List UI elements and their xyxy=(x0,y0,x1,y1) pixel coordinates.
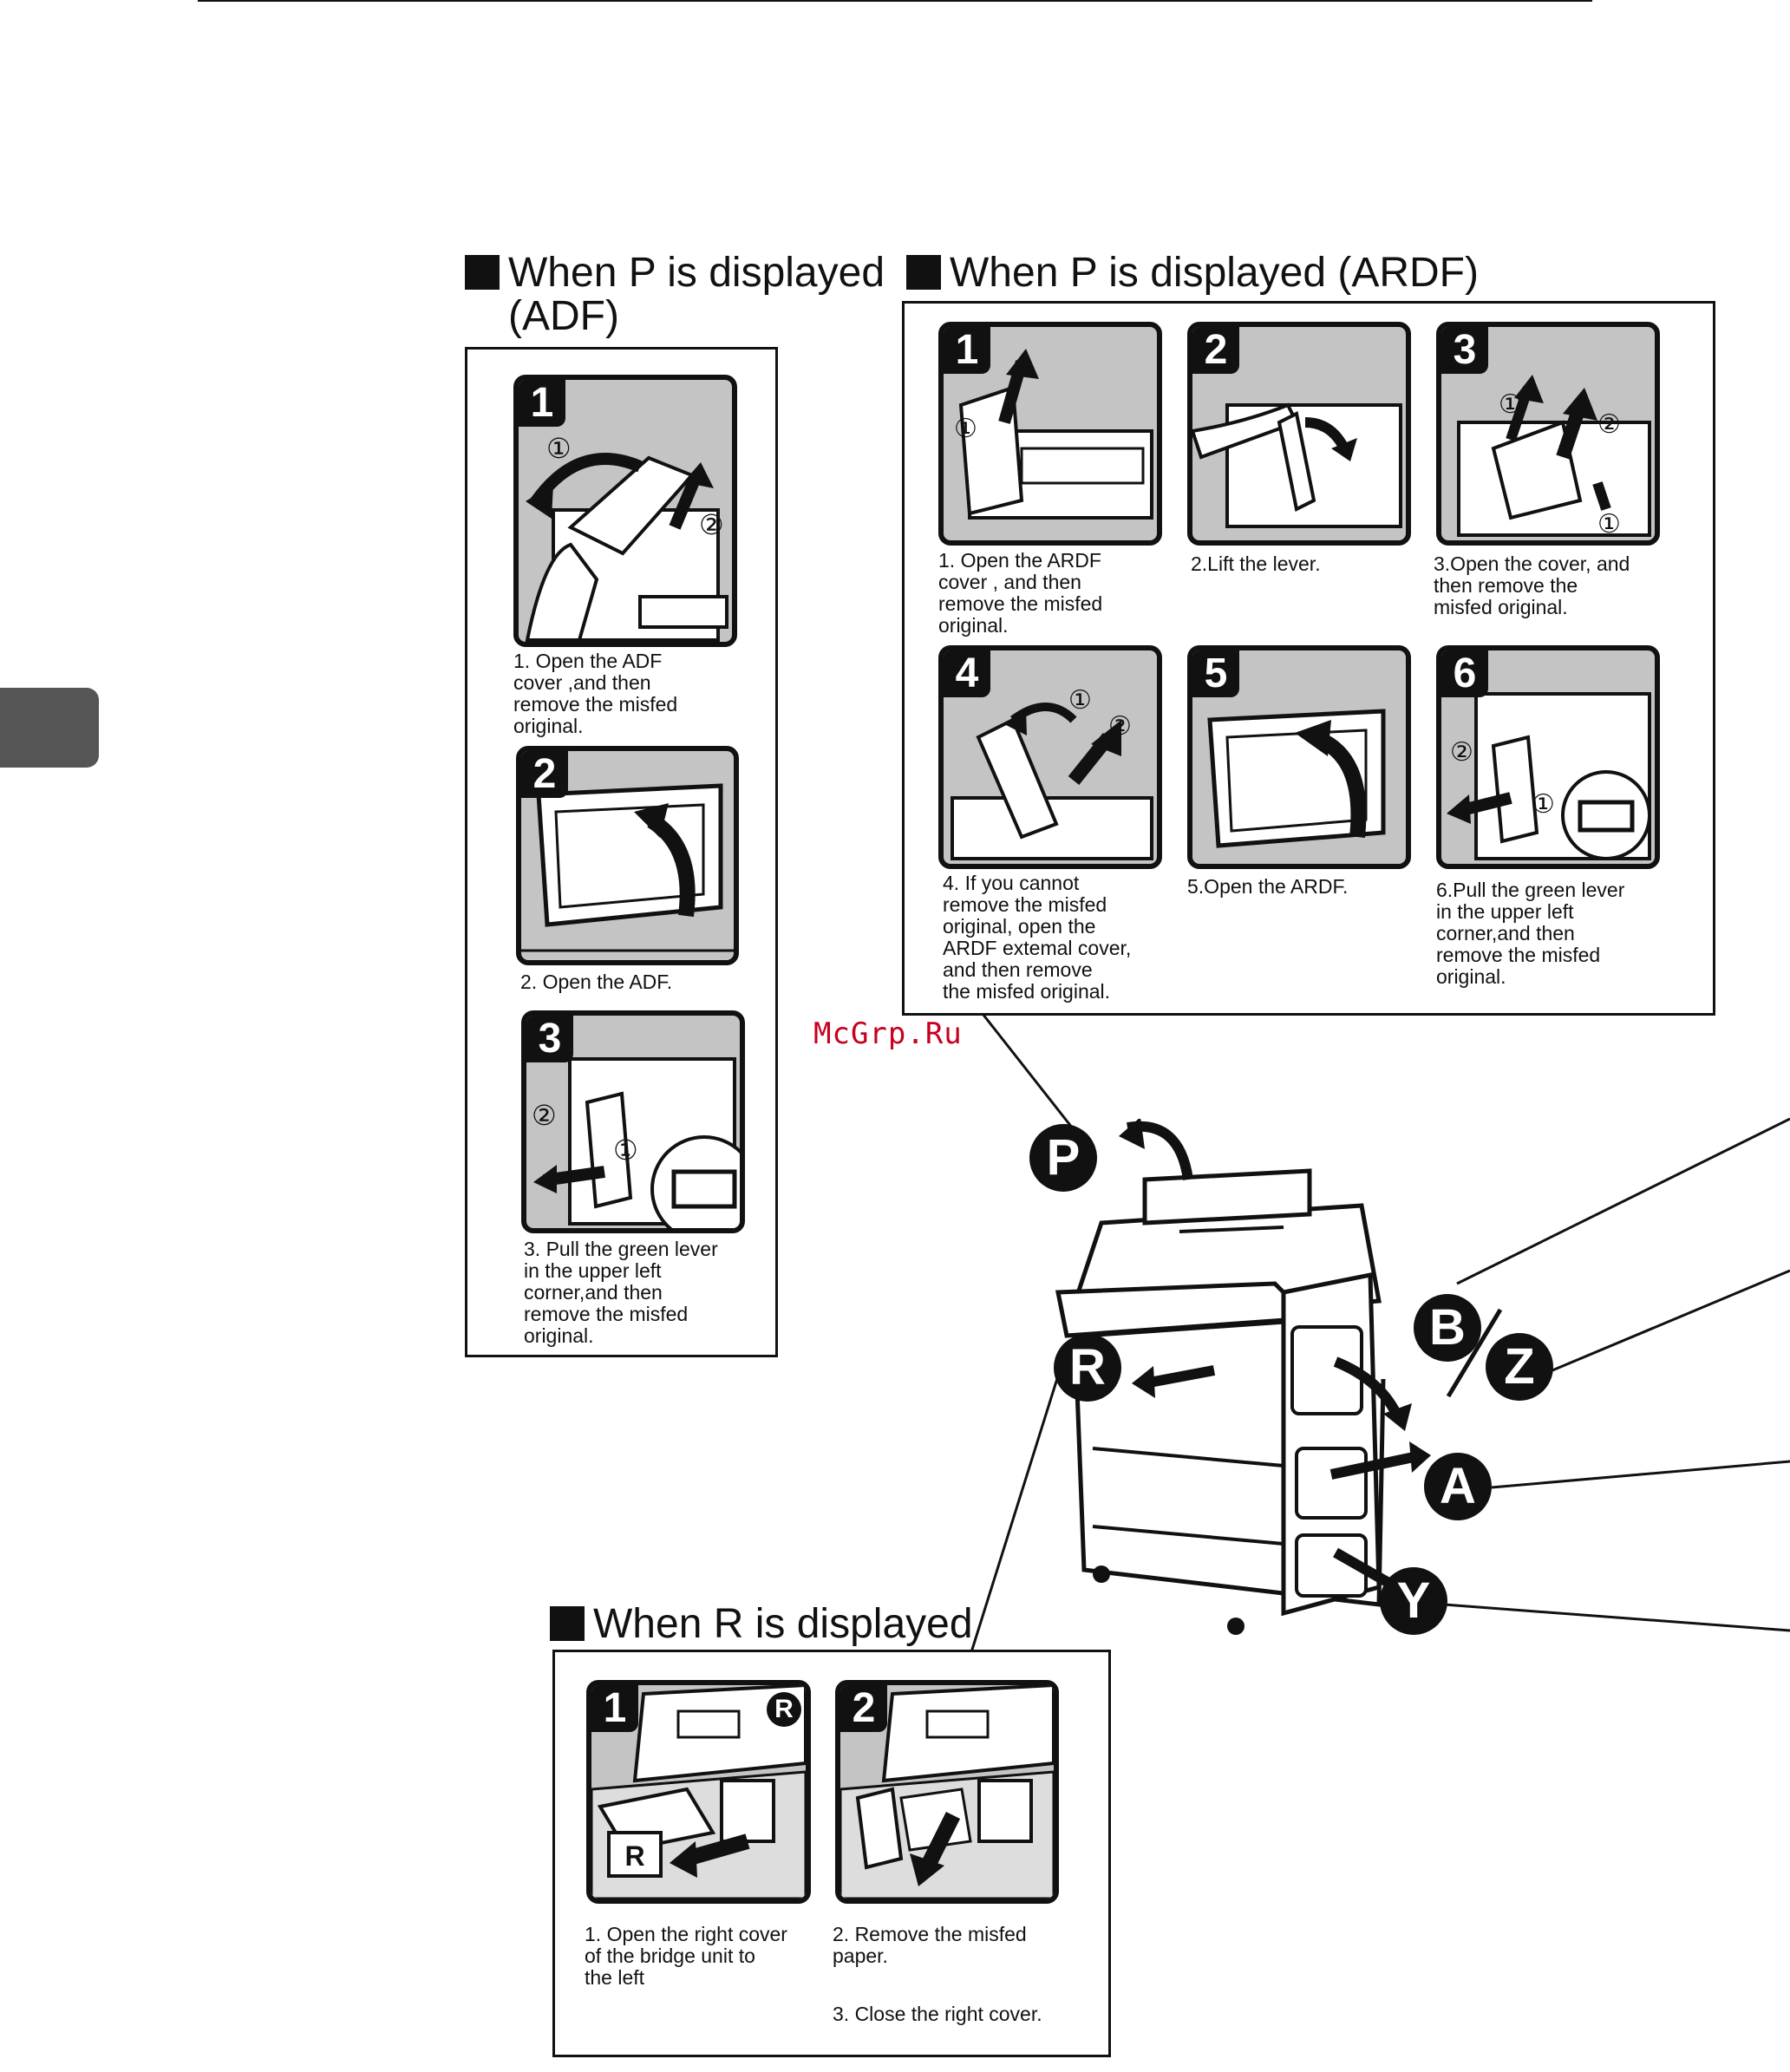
ardf-cover-drawing xyxy=(958,349,1153,520)
heading-square-icon xyxy=(465,255,500,290)
adf-heading-line1: When P is displayed xyxy=(508,250,885,296)
r-step-2-illustration: 2 xyxy=(835,1680,1059,1904)
location-badge-b: B xyxy=(1414,1294,1481,1362)
heading-square-icon xyxy=(906,255,941,290)
r-heading-text: When R is displayed xyxy=(593,1601,973,1647)
adf-heading-line2: (ADF) xyxy=(508,293,619,339)
circled-one-icon: ① xyxy=(954,415,977,443)
circled-two-icon: ② xyxy=(699,509,724,540)
adf-step-2-illustration: 2 xyxy=(516,746,739,965)
circled-two-icon: ② xyxy=(1450,738,1473,767)
ardf-step-1-illustration: 1 ① xyxy=(938,322,1162,546)
circled-one-icon: ① xyxy=(1532,790,1555,819)
step-number-badge: 6 xyxy=(1441,650,1488,697)
location-badge-r: R xyxy=(1054,1334,1121,1402)
adf-step-1-illustration: 1 ① ② xyxy=(513,375,737,647)
adf-step-2-text: 2. Open the ADF. xyxy=(520,971,673,993)
ardf-step-2-text: 2.Lift the lever. xyxy=(1191,552,1321,575)
remove-paper-drawing xyxy=(840,1685,1054,1899)
green-lever-drawing xyxy=(533,1057,740,1228)
r-step-1-text: 1. Open the right cover of the bridge un… xyxy=(585,1923,787,1989)
ardf-step-2-illustration: 2 xyxy=(1187,322,1411,546)
step-number-badge: 2 xyxy=(521,751,568,798)
heading-square-icon xyxy=(550,1606,585,1641)
location-badge-y: Y xyxy=(1380,1567,1447,1635)
ardf-step-6-illustration: 6 ② ① xyxy=(1436,645,1660,869)
watermark-text: McGrp.Ru xyxy=(813,1016,963,1051)
r-step-2-text: 2. Remove the misfed paper. xyxy=(833,1923,1027,1967)
open-ardf-drawing xyxy=(1207,709,1386,848)
ardf-step-3-illustration: 3 ① ② ① xyxy=(1436,322,1660,546)
ardf-step-5-text: 5.Open the ARDF. xyxy=(1187,875,1349,898)
circled-one-icon: ① xyxy=(1499,390,1522,419)
ardf-heading: When P is displayed (ARDF) xyxy=(906,252,1479,295)
circled-one-icon: ① xyxy=(613,1134,638,1166)
adf-step-3-illustration: 3 ② ① xyxy=(521,1010,745,1233)
r-step-1-illustration: 1 R R xyxy=(586,1680,811,1904)
step-number-badge: 3 xyxy=(1441,327,1488,374)
circled-one-icon: ① xyxy=(1068,686,1092,715)
circled-two-icon: ② xyxy=(1597,410,1621,439)
ardf-step-4-text: 4. If you cannot remove the misfed origi… xyxy=(943,872,1132,1003)
location-badge-p: P xyxy=(1029,1124,1097,1192)
step-number-badge: 2 xyxy=(1192,327,1239,374)
green-lever-ardf-drawing xyxy=(1447,692,1651,860)
adf-step-3-text: 3. Pull the green lever in the upper lef… xyxy=(524,1238,718,1347)
r-label-box: R xyxy=(624,1840,645,1872)
step-number-badge: 1 xyxy=(591,1685,638,1732)
open-inner-cover-drawing xyxy=(1457,375,1651,537)
circled-one-icon: ① xyxy=(546,433,572,464)
ardf-step-5-illustration: 5 xyxy=(1187,645,1411,869)
chapter-tab xyxy=(0,688,99,768)
location-badge-z: Z xyxy=(1486,1333,1553,1401)
adf-open-drawing xyxy=(521,783,734,952)
r-step-3-text: 3. Close the right cover. xyxy=(833,2003,1042,2025)
ardf-step-3-text: 3.Open the cover, and then remove the mi… xyxy=(1434,552,1630,618)
circled-two-icon: ② xyxy=(532,1100,557,1131)
circled-one-icon: ① xyxy=(1597,510,1621,539)
adf-step-1-text: 1. Open the ADF cover ,and then remove t… xyxy=(513,650,678,737)
step-number-badge: 5 xyxy=(1192,650,1239,697)
bridge-unit-cover-drawing xyxy=(591,1685,806,1899)
ardf-step-1-text: 1. Open the ARDF cover , and then remove… xyxy=(938,549,1103,637)
external-cover-drawing xyxy=(951,703,1153,860)
location-badge-a: A xyxy=(1424,1453,1492,1520)
ardf-step-4-illustration: 4 ① ② xyxy=(938,645,1162,869)
ardf-step-6-text: 6.Pull the green lever in the upper left… xyxy=(1436,879,1625,988)
ardf-heading-text: When P is displayed (ARDF) xyxy=(950,250,1479,296)
adf-heading: When P is displayed xyxy=(465,252,885,295)
step-number-badge: 1 xyxy=(944,327,990,374)
top-rule xyxy=(198,0,1592,2)
step-number-badge: 2 xyxy=(840,1685,887,1732)
step-number-badge: 4 xyxy=(944,650,990,697)
adf-opening-cover-drawing xyxy=(525,453,728,642)
r-heading: When R is displayed xyxy=(550,1603,973,1646)
circled-two-icon: ② xyxy=(1108,712,1132,741)
step-number-badge: 1 xyxy=(519,380,565,427)
lift-lever-drawing xyxy=(1192,402,1402,528)
step-number-badge: 3 xyxy=(526,1016,573,1062)
copier-illustration xyxy=(1055,1119,1431,1635)
r-mark-badge: R xyxy=(767,1692,801,1727)
b-z-slash xyxy=(1446,1308,1503,1398)
